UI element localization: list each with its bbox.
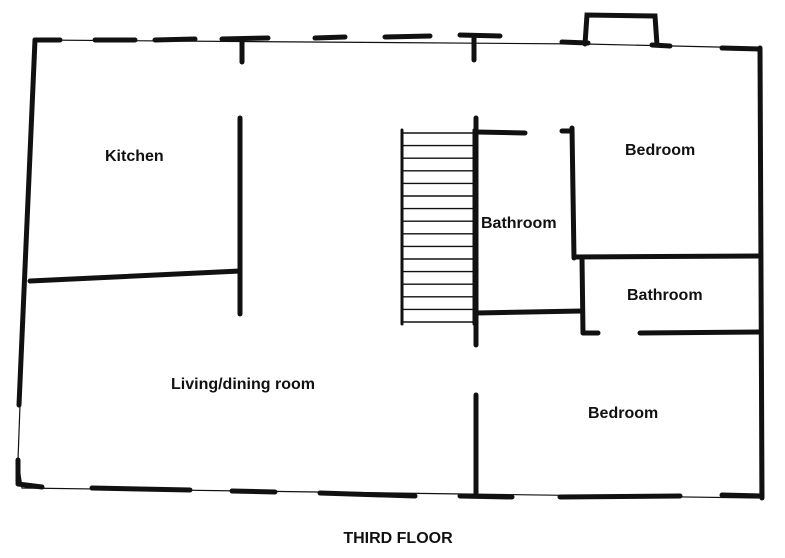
staircase — [400, 128, 476, 326]
outer-wall-sides — [15, 37, 765, 501]
room-label-kitchen: Kitchen — [105, 148, 164, 165]
room-label-bedroom-bottom: Bedroom — [588, 405, 658, 422]
room-label-bathroom-right: Bathroom — [627, 287, 703, 304]
chimney — [582, 12, 660, 48]
outer-wall-top — [32, 32, 763, 52]
room-label-bedroom-top: Bedroom — [625, 142, 695, 159]
outer-wall-outline — [17, 39, 761, 499]
room-label-living-dining: Living/dining room — [171, 376, 315, 393]
interior-walls — [27, 33, 763, 499]
room-label-bathroom-center: Bathroom — [481, 215, 557, 232]
floor-title: THIRD FLOOR — [343, 530, 453, 547]
outer-wall-bottom — [15, 481, 765, 500]
